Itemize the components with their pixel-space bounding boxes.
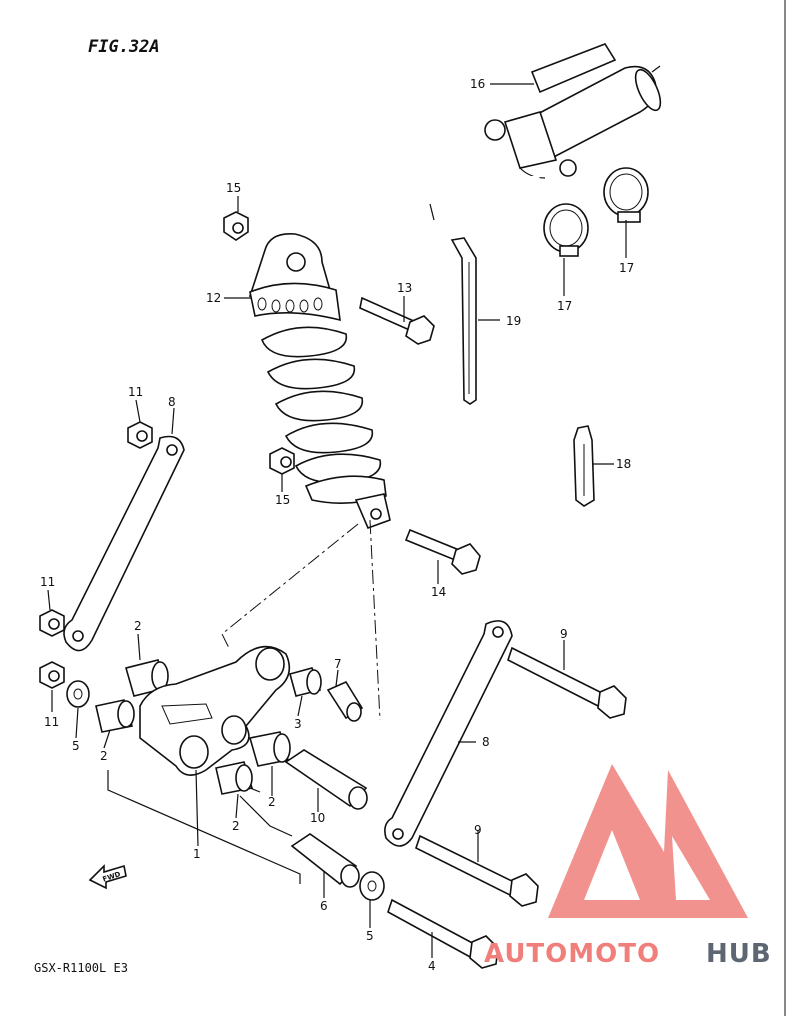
callout-17-left: 17 <box>557 299 572 313</box>
callout-12: 12 <box>206 291 221 305</box>
part-9-bolt-lower <box>415 834 539 907</box>
callout-9-upper: 9 <box>560 627 568 641</box>
callout-5-left: 5 <box>72 739 80 753</box>
part-3-bearing <box>289 667 322 697</box>
callout-2-b: 2 <box>100 749 108 763</box>
part-14-bolt <box>404 528 481 575</box>
forward-arrow-icon: FWD <box>88 864 127 890</box>
part-10-spacer <box>284 749 368 810</box>
part-11-nut-bottom <box>39 661 65 689</box>
part-16-reservoir <box>484 43 662 179</box>
part-9-bolt-upper <box>507 646 627 719</box>
part-5-washer-bottom <box>359 871 385 901</box>
part-6-spacer <box>290 833 360 888</box>
part-2-bearing-c <box>248 731 291 767</box>
leader-lines <box>47 83 627 958</box>
part-5-washer-left <box>66 680 90 708</box>
part-15-nut-lower <box>269 447 295 475</box>
callout-9-lower: 9 <box>474 823 482 837</box>
callout-2-a: 2 <box>134 619 142 633</box>
callout-17-right: 17 <box>619 261 634 275</box>
callout-10: 10 <box>310 811 325 825</box>
callout-8-left: 8 <box>168 395 176 409</box>
part-2-bearing-d <box>215 761 254 795</box>
part-17-hose-clamp-b <box>603 167 649 223</box>
callout-11-middle: 11 <box>40 575 55 589</box>
part-8-tie-rod-right <box>384 620 513 847</box>
callout-16: 16 <box>470 77 485 91</box>
callout-6: 6 <box>320 899 328 913</box>
callout-4: 4 <box>428 959 436 973</box>
callout-2-d: 2 <box>232 819 240 833</box>
reservoir-hose <box>266 174 542 231</box>
callout-15-lower: 15 <box>275 493 290 507</box>
assembly-guide-lines <box>107 519 381 884</box>
watermark-logo: AUTOMOTO HUB <box>484 764 772 969</box>
callout-5-bottom: 5 <box>366 929 374 943</box>
watermark-text-hub: HUB <box>706 939 772 969</box>
watermark-text-auto: AUTOMOTO <box>484 939 660 969</box>
part-11-nut-top <box>127 421 153 449</box>
part-1-cushion-lever <box>139 645 291 776</box>
part-8-tie-rod-left <box>63 435 185 652</box>
callout-1: 1 <box>193 847 201 861</box>
callout-13: 13 <box>397 281 412 295</box>
callout-labels: 16 15 12 13 19 17 17 18 11 8 15 14 11 2 … <box>40 77 634 973</box>
callout-3: 3 <box>294 717 302 731</box>
part-15-nut-top <box>223 211 249 241</box>
part-11-nut-middle <box>39 609 65 637</box>
part-4-bolt <box>387 898 499 969</box>
figure-title: FIG.32A <box>88 37 160 57</box>
callout-2-c: 2 <box>268 795 276 809</box>
callout-8-right: 8 <box>482 735 490 749</box>
part-13-bolt <box>359 296 435 345</box>
part-12-rear-shock <box>248 233 391 530</box>
callout-19: 19 <box>506 314 521 328</box>
part-7-bushing <box>326 680 364 722</box>
part-2-bearing-b <box>95 699 135 733</box>
part-17-hose-clamp-a <box>543 203 589 257</box>
callout-18: 18 <box>616 457 631 471</box>
callout-11-bottom: 11 <box>44 715 59 729</box>
model-code: GSX-R1100L E3 <box>34 961 128 975</box>
part-18-tie-strap <box>573 425 595 507</box>
callout-7: 7 <box>334 657 342 671</box>
callout-11-top: 11 <box>128 385 143 399</box>
part-19-tie-strap <box>450 237 477 405</box>
callout-15-top: 15 <box>226 181 241 195</box>
callout-14: 14 <box>431 585 446 599</box>
